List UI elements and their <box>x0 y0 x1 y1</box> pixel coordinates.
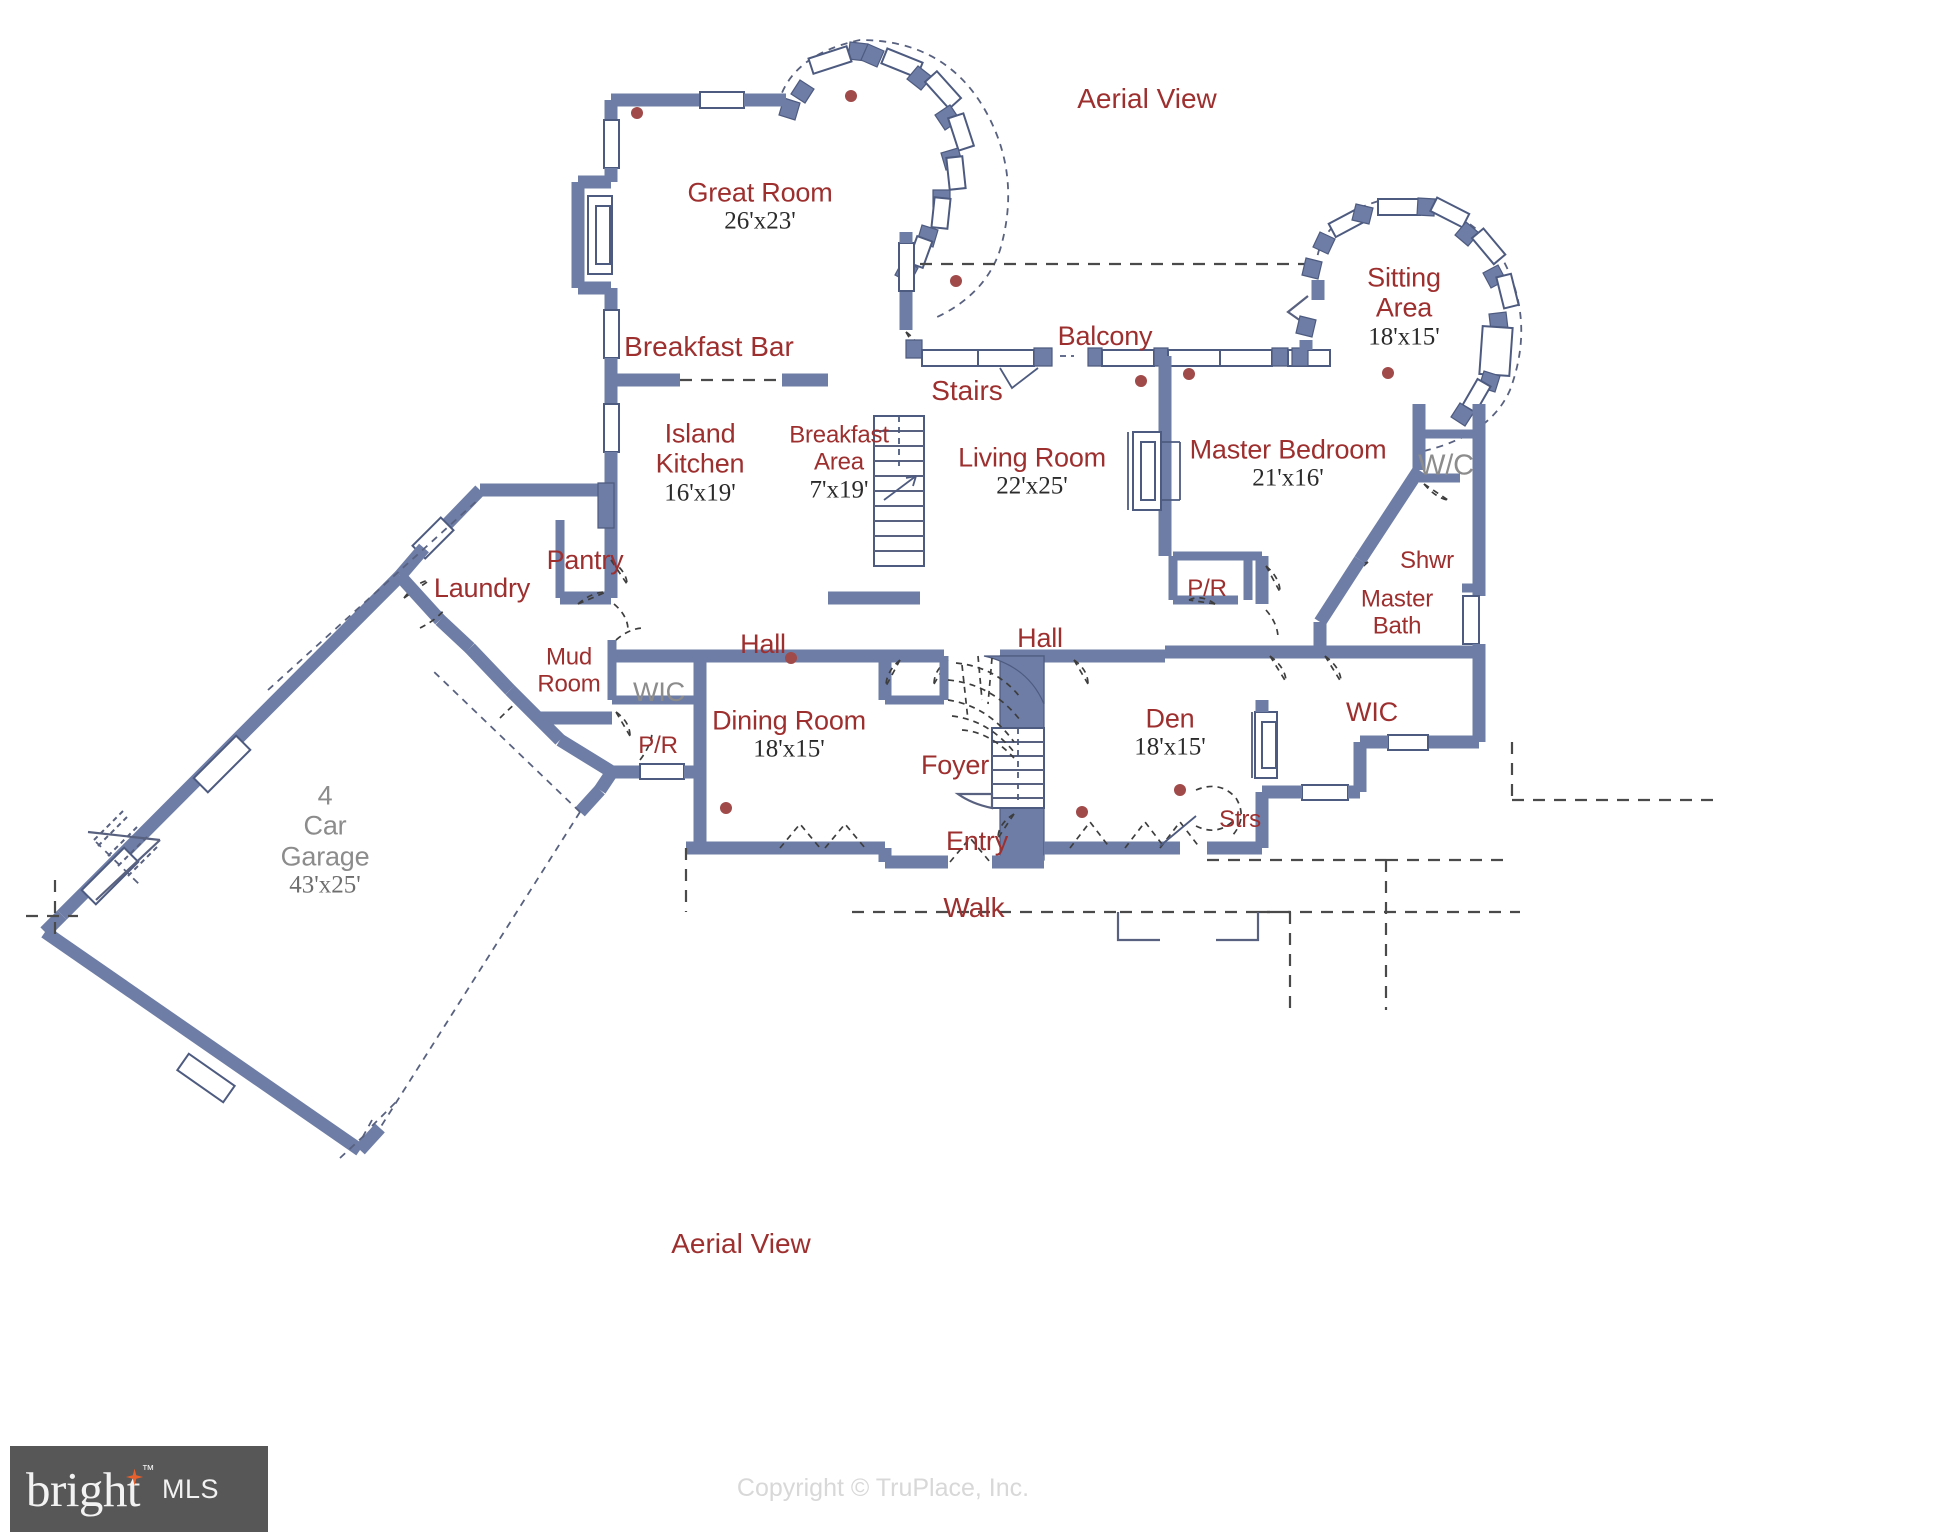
bright-wordmark: bright ™ <box>26 1461 155 1517</box>
walk-dashes <box>852 910 1520 942</box>
great-room-right-wall <box>898 232 921 357</box>
bright-mls-logo: bright ™ MLS <box>10 1446 268 1532</box>
copyright-notice: Copyright © TruPlace, Inc. <box>736 1474 1030 1502</box>
foyer-staircase <box>878 655 1120 869</box>
den-walls <box>1120 700 1386 1010</box>
sitting-area-walls <box>1286 196 1523 453</box>
master-suite-walls <box>1127 356 1718 1010</box>
ceiling-fixture-dots <box>631 90 1394 818</box>
mls-suffix-label: MLS <box>162 1473 220 1504</box>
trademark-symbol: ™ <box>141 1461 155 1477</box>
great-room-walls <box>571 39 1010 490</box>
footer-bar: bright ™ MLS Copyright © TruPlace, Inc. <box>0 1432 1936 1536</box>
central-hall-walls <box>395 482 1165 778</box>
balcony-railing <box>905 262 1331 390</box>
dining-room-walls <box>612 731 885 912</box>
breakfast-area-staircase <box>873 415 925 567</box>
garage-walls <box>26 497 618 1159</box>
